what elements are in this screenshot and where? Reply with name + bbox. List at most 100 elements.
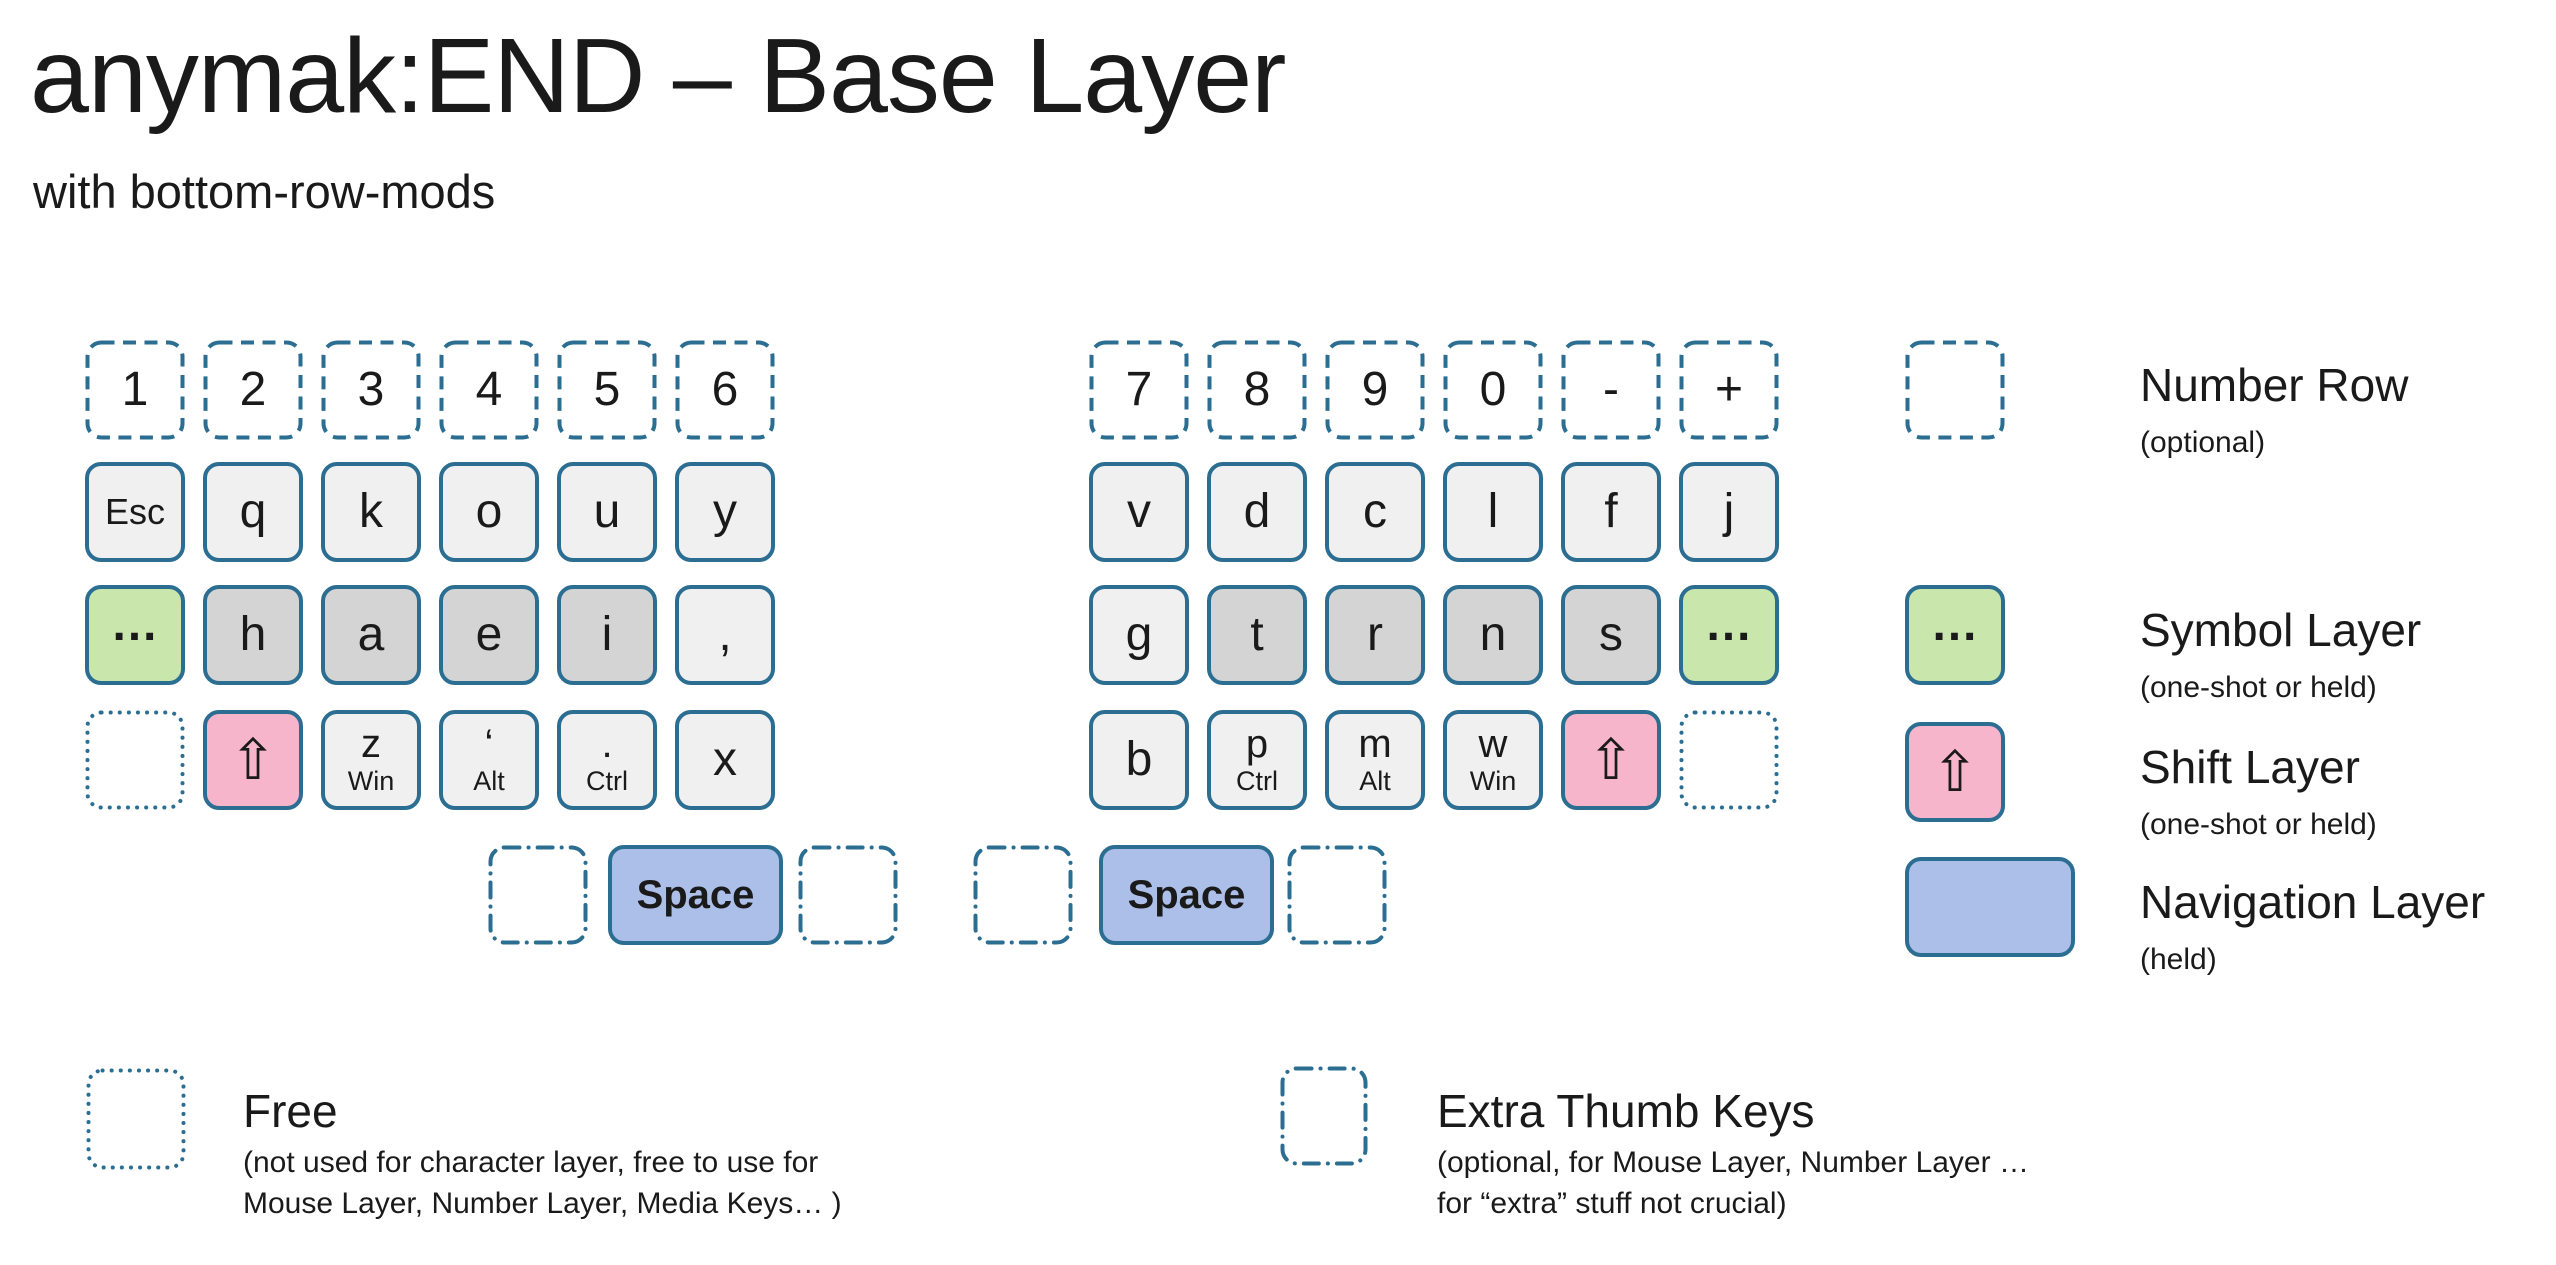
key-8: 8 bbox=[1207, 340, 1307, 440]
key-t: t bbox=[1207, 585, 1307, 685]
key-label: 0 bbox=[1479, 363, 1507, 416]
key-sublabel: Ctrl bbox=[586, 765, 628, 796]
key-free bbox=[1679, 710, 1779, 810]
key-c: c bbox=[1325, 462, 1425, 562]
key-extra-thumb-outline bbox=[488, 845, 588, 945]
key-d: d bbox=[1207, 462, 1307, 562]
key-label: 5 bbox=[593, 363, 621, 416]
legend-item-title: Symbol Layer bbox=[2140, 604, 2422, 656]
key-label: k bbox=[359, 485, 383, 538]
key-j: j bbox=[1679, 462, 1779, 562]
footnote-title: Extra Thumb Keys bbox=[1437, 1085, 1815, 1137]
key-label: m bbox=[1358, 721, 1392, 766]
key-extra-thumb bbox=[1287, 845, 1387, 945]
key-label: … bbox=[1704, 598, 1754, 651]
key-x: x bbox=[675, 710, 775, 810]
key-sublabel: Win bbox=[347, 765, 395, 796]
key-comma: , bbox=[675, 585, 775, 685]
key-label: n bbox=[1479, 608, 1507, 661]
key-6: 6 bbox=[675, 340, 775, 440]
key-sublabel: Alt bbox=[1359, 765, 1391, 796]
key-quote-alt: ‘Alt bbox=[439, 710, 539, 810]
key-9: 9 bbox=[1325, 340, 1425, 440]
key-space: Space bbox=[608, 845, 783, 945]
legend-item-note: (one-shot or held) bbox=[2140, 808, 2377, 841]
key-label: ⇧ bbox=[1587, 728, 1635, 791]
legend-key-number-row-outline bbox=[1905, 340, 2005, 440]
key-free-outline bbox=[1679, 710, 1779, 810]
key-q: q bbox=[203, 462, 303, 562]
key-k: k bbox=[321, 462, 421, 562]
key-label: p bbox=[1245, 721, 1269, 766]
key-extra-thumb bbox=[973, 845, 1073, 945]
key-label: v bbox=[1127, 485, 1151, 538]
key-label: 8 bbox=[1243, 363, 1271, 416]
key-label: w bbox=[1478, 721, 1508, 766]
key-label: 1 bbox=[121, 363, 149, 416]
key-label: Space bbox=[1127, 873, 1246, 917]
key-symbol-layer: … bbox=[1679, 585, 1779, 685]
key-extra-thumb bbox=[488, 845, 588, 945]
key-period-ctrl: .Ctrl bbox=[557, 710, 657, 810]
key-label: l bbox=[1487, 485, 1499, 538]
key-label: … bbox=[110, 598, 160, 651]
legend-key-extra-thumb bbox=[1280, 1066, 1368, 1166]
key-5: 5 bbox=[557, 340, 657, 440]
key-i: i bbox=[557, 585, 657, 685]
key-label: s bbox=[1599, 608, 1623, 661]
key-label: … bbox=[1930, 598, 1980, 651]
key-0: 0 bbox=[1443, 340, 1543, 440]
key-y: y bbox=[675, 462, 775, 562]
footnote-note-line: for “extra” stuff not crucial) bbox=[1437, 1187, 1787, 1220]
key-label: . bbox=[601, 721, 613, 766]
key-symbol-layer: … bbox=[85, 585, 185, 685]
key-label: c bbox=[1363, 485, 1387, 538]
footnote-note-line: (not used for character layer, free to u… bbox=[243, 1146, 819, 1179]
key-g: g bbox=[1089, 585, 1189, 685]
legend-item-note: (one-shot or held) bbox=[2140, 671, 2377, 704]
key-a: a bbox=[321, 585, 421, 685]
legend-key-shift-layer: ⇧ bbox=[1905, 722, 2005, 822]
legend-key-free-outline bbox=[86, 1068, 186, 1170]
key-extra-thumb-outline bbox=[1287, 845, 1387, 945]
key-label: f bbox=[1604, 485, 1618, 538]
key-label: i bbox=[601, 608, 613, 661]
key-label: z bbox=[361, 721, 381, 766]
key-extra-thumb bbox=[798, 845, 898, 945]
key-sublabel: Ctrl bbox=[1236, 765, 1278, 796]
footnote-title: Free bbox=[243, 1085, 338, 1137]
key-label: ⇧ bbox=[229, 728, 277, 791]
key-s: s bbox=[1561, 585, 1661, 685]
key-space: Space bbox=[1099, 845, 1274, 945]
key-label: j bbox=[1723, 485, 1735, 538]
legend-key-free bbox=[86, 1068, 186, 1170]
key-o: o bbox=[439, 462, 539, 562]
key-free bbox=[85, 710, 185, 810]
legend-item-title: Navigation Layer bbox=[2140, 876, 2486, 928]
legend-key-extra-thumb-outline bbox=[1280, 1066, 1368, 1166]
key-v: v bbox=[1089, 462, 1189, 562]
key-label: Esc bbox=[104, 491, 165, 532]
key-e: e bbox=[439, 585, 539, 685]
key-label: 4 bbox=[475, 363, 503, 416]
footnote-note-line: Mouse Layer, Number Layer, Media Keys… ) bbox=[243, 1187, 842, 1220]
page-subtitle: with bottom-row-mods bbox=[33, 165, 496, 218]
key-label: o bbox=[475, 485, 503, 538]
key-sublabel: Alt bbox=[473, 765, 505, 796]
legend-key-number-row bbox=[1905, 340, 2005, 440]
key-1: 1 bbox=[85, 340, 185, 440]
key-sublabel: Win bbox=[1469, 765, 1517, 796]
key-n: n bbox=[1443, 585, 1543, 685]
key-label: x bbox=[713, 733, 737, 786]
footnote-note-line: (optional, for Mouse Layer, Number Layer… bbox=[1437, 1146, 2029, 1179]
key-shift: ⇧ bbox=[203, 710, 303, 810]
legend-key-navigation-layer bbox=[1905, 857, 2075, 957]
key-label: a bbox=[357, 608, 385, 661]
legend-item-title: Number Row bbox=[2140, 359, 2409, 411]
legend-item-note: (held) bbox=[2140, 943, 2217, 976]
key-u: u bbox=[557, 462, 657, 562]
